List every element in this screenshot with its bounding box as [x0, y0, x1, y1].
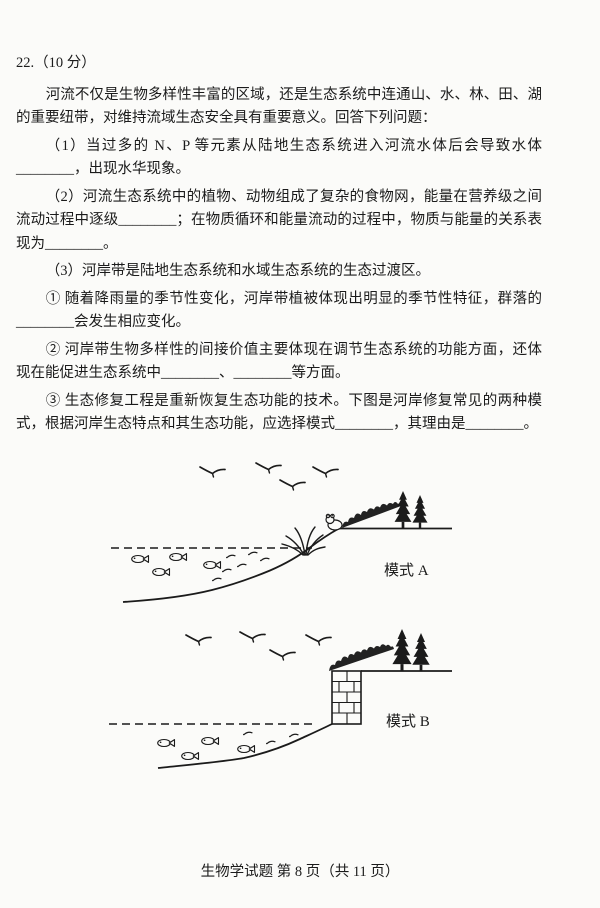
- fry-shrimp-icon: [242, 731, 299, 745]
- diagram-a-label: 模式 A: [384, 562, 429, 579]
- diagram-mode-b: 模式 B: [109, 628, 452, 769]
- pine-trees-icon: [394, 490, 428, 528]
- brick-wall-icon: [331, 669, 362, 725]
- fish-icon: [157, 736, 256, 760]
- page-footer: 生物学试题 第 8 页（共 11 页）: [200, 863, 400, 880]
- diagram-mode-a: 模式 A: [111, 461, 452, 603]
- riverbed-line: [157, 722, 333, 769]
- question-part-3-sub-3: ③ 生态修复工程是重新恢复生态功能的技术。下图是河岸修复常见的两种模式，根据河岸…: [16, 392, 542, 433]
- shrubs-icon: [342, 501, 401, 528]
- birds-icon: [199, 461, 339, 491]
- birds-icon: [185, 630, 332, 661]
- question-number: 22.（10 分）: [16, 55, 96, 71]
- question-part-3-sub-2: ② 河岸带生物多样性的间接价值主要体现在调节生态系统的功能方面，还体现在能促进生…: [16, 341, 542, 382]
- gentle-slope-bank-line: [122, 527, 339, 603]
- question-intro: 河流不仅是生物多样性丰富的区域，还是生态系统中连通山、水、林、田、湖的重要纽带，…: [16, 86, 542, 127]
- question-part-1: （1）当过多的 N、P 等元素从陆地生态系统进入河流水体后会导致水体______…: [16, 137, 542, 178]
- question-part-3: （3）河岸带是陆地生态系统和水域生态系统的生态过渡区。: [45, 263, 430, 279]
- shrubs-icon: [329, 643, 394, 671]
- pine-trees-icon: [392, 628, 430, 671]
- question-part-3-sub-1: ① 随着降雨量的季节性变化，河岸带植被体现出明显的季节性特征，群落的______…: [16, 290, 542, 331]
- question-part-2: （2）河流生态系统中的植物、动物组成了复杂的食物网，能量在营养级之间流动过程中逐…: [16, 188, 542, 252]
- reeds-icon: [281, 525, 326, 556]
- frog-icon: [325, 513, 343, 531]
- fish-icon: [131, 552, 222, 576]
- riverbank-restoration-figures: 模式 A: [66, 453, 542, 816]
- diagram-b-label: 模式 B: [386, 713, 430, 730]
